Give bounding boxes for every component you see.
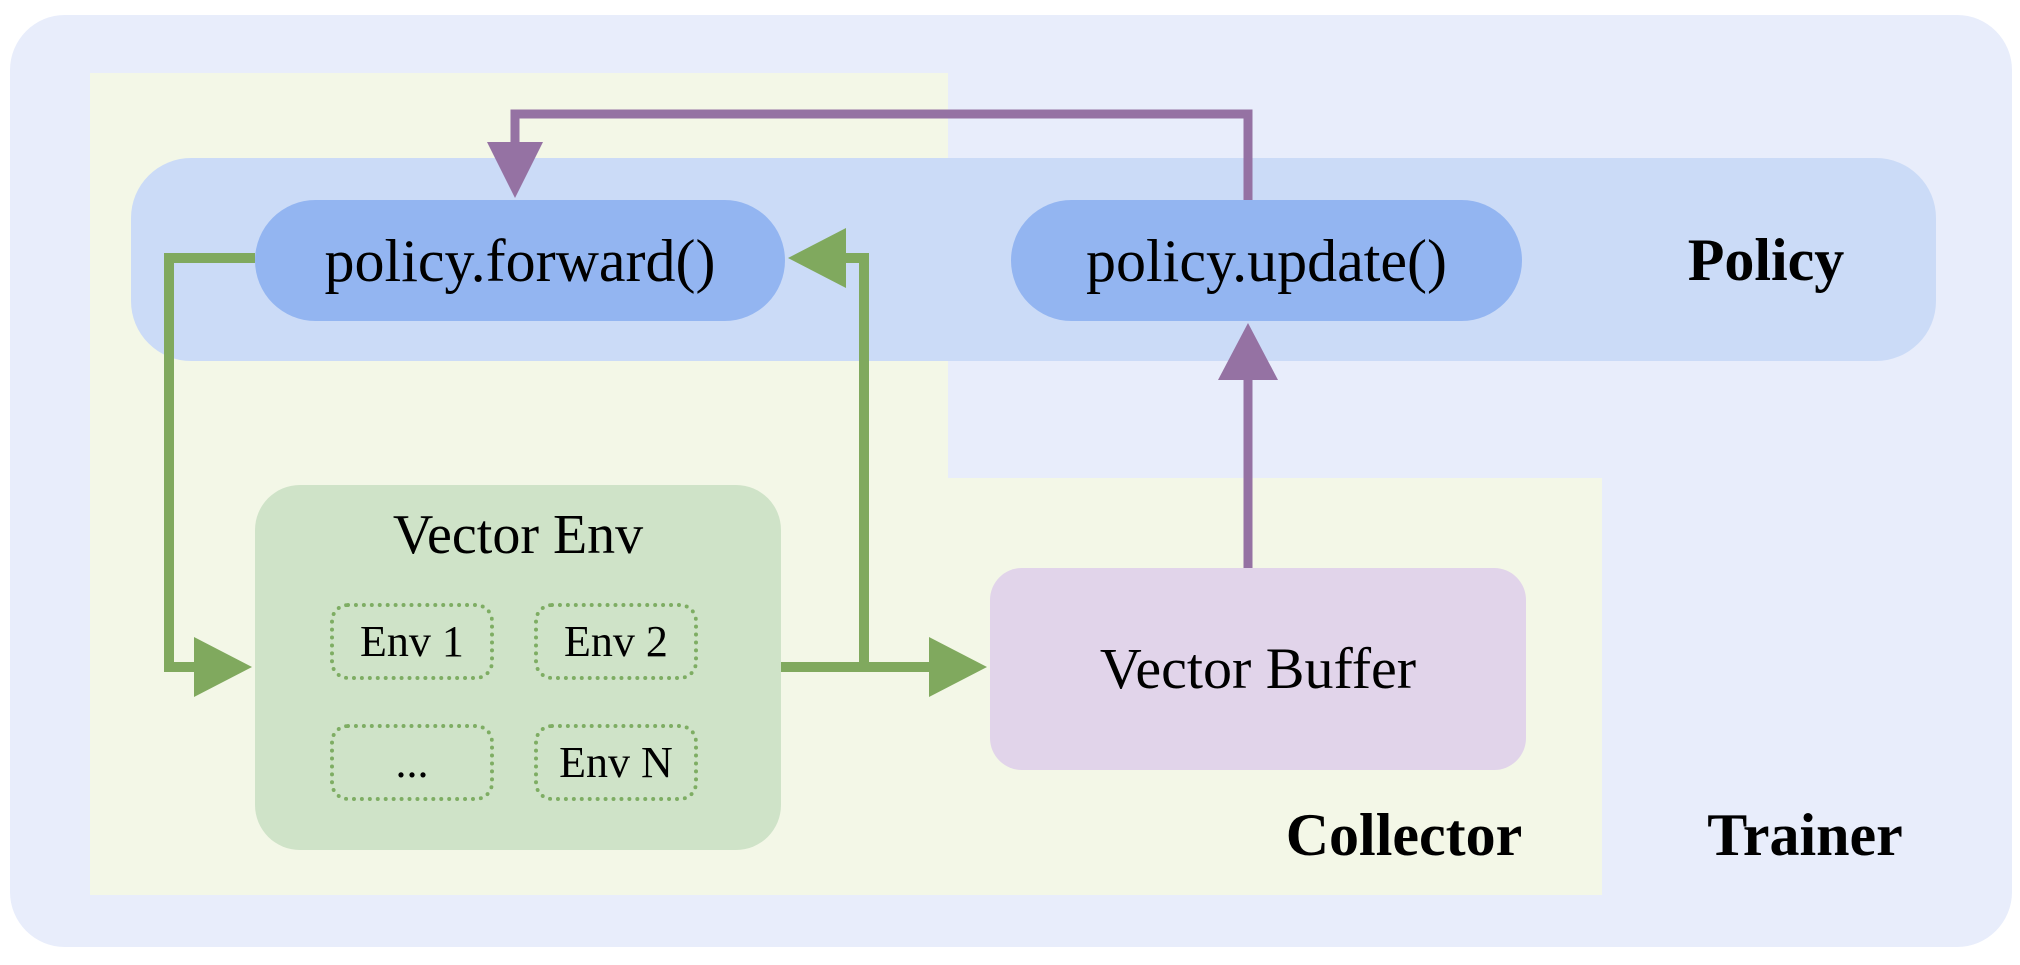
env-chip-1-label: Env 1 bbox=[360, 616, 464, 666]
env-chip-n-label: Env N bbox=[559, 737, 673, 787]
vector-buffer-label: Vector Buffer bbox=[1099, 636, 1417, 701]
env-chip-n: Env N bbox=[534, 724, 698, 801]
env-chip-ellipsis-label: ... bbox=[395, 737, 429, 787]
collector-region-label: Collector bbox=[1285, 802, 1523, 868]
env-chip-ellipsis: ... bbox=[330, 724, 494, 801]
env-chip-1: Env 1 bbox=[330, 603, 494, 680]
policy-update-label: policy.update() bbox=[1086, 227, 1447, 294]
policy-region-label: Policy bbox=[1687, 227, 1845, 293]
vector-env-box: Vector Env Env 1 Env 2 ... Env N bbox=[255, 485, 781, 850]
env-chip-2: Env 2 bbox=[534, 603, 698, 680]
vector-env-title: Vector Env bbox=[392, 504, 644, 566]
policy-forward-pill: policy.forward() bbox=[255, 200, 785, 321]
policy-forward-label: policy.forward() bbox=[324, 227, 716, 294]
env-chip-2-label: Env 2 bbox=[564, 616, 668, 666]
policy-update-pill: policy.update() bbox=[1011, 200, 1522, 321]
vector-buffer-box: Vector Buffer bbox=[990, 568, 1526, 770]
trainer-region-label: Trainer bbox=[1707, 802, 1903, 868]
